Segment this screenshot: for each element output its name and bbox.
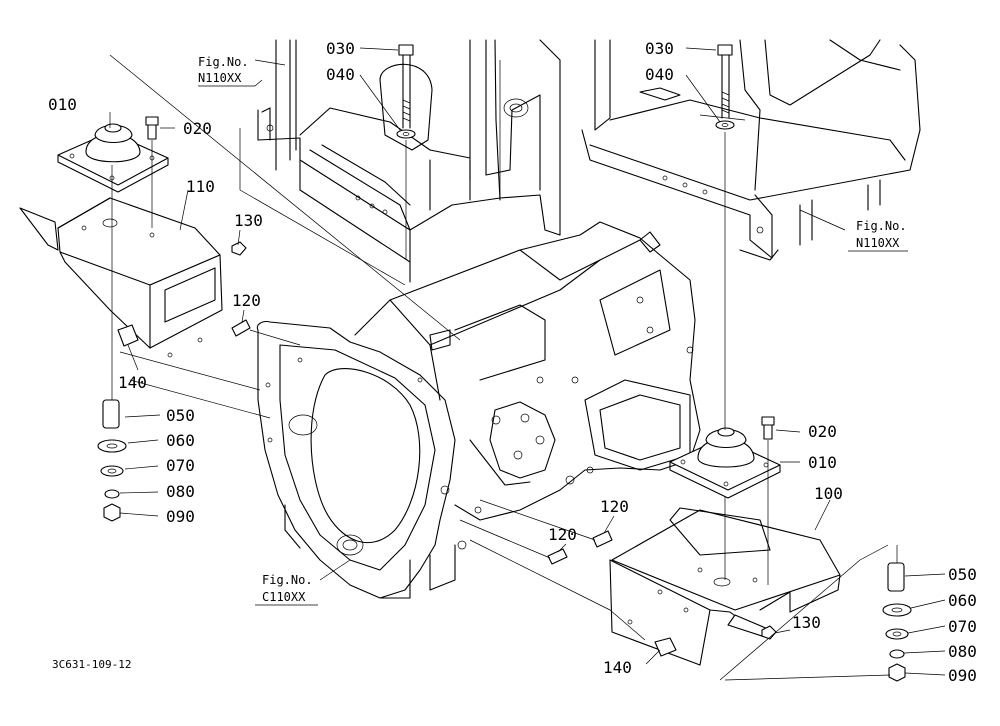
callout-060-left: 060 — [166, 431, 195, 450]
callout-010-lower: 010 — [808, 453, 837, 472]
callout-120-mid: 120 — [600, 497, 629, 516]
callout-110: 110 — [186, 177, 215, 196]
right-cab-frame — [581, 39, 921, 261]
fig-ref-c110-line1: Fig.No. — [262, 573, 313, 587]
left-cab-frame — [257, 39, 561, 283]
callout-080-right: 080 — [948, 642, 977, 661]
fig-ref-left-n110-line2: N110XX — [198, 71, 242, 85]
callout-010-upper: 010 — [48, 95, 77, 114]
drawing-code: 3C631-109-12 — [52, 658, 131, 671]
fig-ref-right-n110-line2: N110XX — [856, 236, 900, 250]
bolt-030-left — [396, 44, 416, 139]
bolt-030-right — [715, 44, 735, 130]
callout-070-right: 070 — [948, 617, 977, 636]
callout-130-left: 130 — [234, 211, 263, 230]
leader-lines — [109, 47, 946, 676]
callout-100: 100 — [814, 484, 843, 503]
callout-020-lower: 020 — [808, 422, 837, 441]
fig-ref-right-n110-line1: Fig.No. — [856, 219, 907, 233]
figure-references: Fig.No. N110XX Fig.No. N110XX Fig.No. C1… — [198, 55, 908, 606]
fig-ref-left-n110-line1: Fig.No. — [198, 55, 249, 69]
callout-060-right: 060 — [948, 591, 977, 610]
callout-050-left: 050 — [166, 406, 195, 425]
fig-ref-c110-line2: C110XX — [262, 590, 306, 604]
callout-030-right: 030 — [645, 39, 674, 58]
left-bracket-assembly — [19, 116, 251, 522]
callout-040-left: 040 — [326, 65, 355, 84]
callout-labels: 010 020 030 040 030 040 110 130 120 140 … — [48, 39, 977, 685]
callout-120-upper: 120 — [232, 291, 261, 310]
callout-020-upper: 020 — [183, 119, 212, 138]
callout-090-left: 090 — [166, 507, 195, 526]
callout-140-right: 140 — [603, 658, 632, 677]
callout-080-left: 080 — [166, 482, 195, 501]
callout-030-left: 030 — [326, 39, 355, 58]
callout-130-right: 130 — [792, 613, 821, 632]
callout-140-left: 140 — [118, 373, 147, 392]
callout-040-right: 040 — [645, 65, 674, 84]
callout-070-left: 070 — [166, 456, 195, 475]
right-bracket-assembly — [547, 416, 912, 682]
callout-050-right: 050 — [948, 565, 977, 584]
callout-090-right: 090 — [948, 666, 977, 685]
transmission-housing — [256, 221, 701, 599]
callout-120-low: 120 — [548, 525, 577, 544]
assembly-lines — [109, 54, 898, 681]
